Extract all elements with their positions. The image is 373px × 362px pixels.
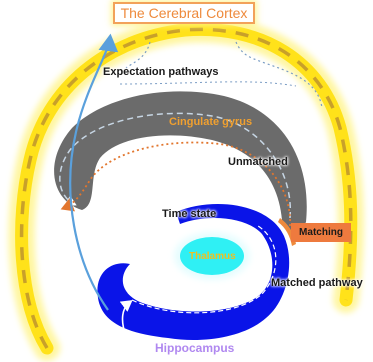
hippocampus-label: Hippocampus bbox=[155, 342, 234, 354]
page-title: The Cerebral Cortex bbox=[113, 2, 255, 24]
expectation-pathways-label: Expectation pathways bbox=[103, 67, 219, 78]
matching-label: Matching bbox=[291, 223, 351, 242]
thalamus-label: Thalamus bbox=[189, 252, 236, 262]
cingulate-gyrus-label: Cingulate gyrus bbox=[169, 117, 252, 128]
unmatched-label: Unmatched bbox=[228, 157, 288, 168]
matched-pathway-label: Matched pathway bbox=[271, 278, 363, 289]
time-state-label: Time state bbox=[162, 209, 216, 220]
